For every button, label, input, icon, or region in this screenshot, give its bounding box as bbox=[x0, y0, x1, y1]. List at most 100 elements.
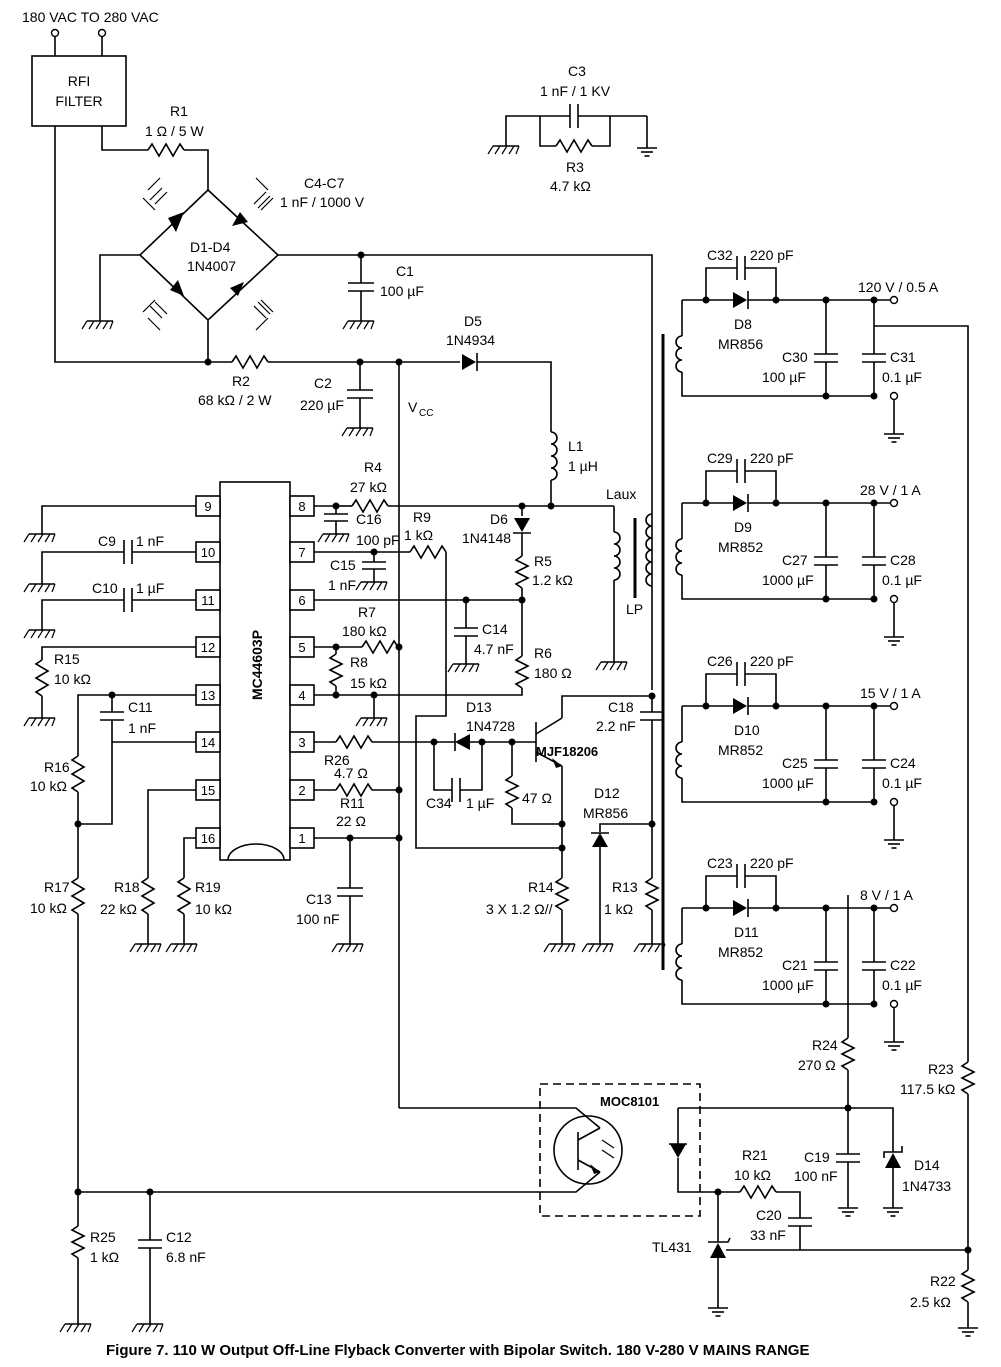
output-terminal bbox=[889, 295, 899, 305]
hf-cap-ref: C22 bbox=[890, 957, 916, 973]
aux-winding-section: D6 1N4148 R5 1.2 kΩ R6 180 Ω Laux LP bbox=[446, 334, 665, 970]
rectifier-value: MR852 bbox=[718, 742, 763, 758]
d13-ref: D13 bbox=[466, 699, 492, 715]
ic-pin-number: 10 bbox=[201, 545, 215, 560]
ic-pin-number: 11 bbox=[201, 593, 215, 608]
c20-value: 33 nF bbox=[750, 1227, 786, 1243]
r26-value: 4.7 Ω bbox=[334, 765, 368, 781]
ic-wiring: C9 1 nF C10 1 µF R15 10 kΩ C11 1 nF R16 … bbox=[23, 459, 614, 1226]
r2-ref: R2 bbox=[232, 373, 250, 389]
rectifier-value: MR852 bbox=[718, 539, 763, 555]
c4c7-value: 1 nF / 1000 V bbox=[280, 194, 365, 210]
hf-cap-value: 0.1 µF bbox=[882, 977, 922, 993]
output-terminal bbox=[889, 498, 899, 508]
output-return-terminal bbox=[889, 594, 899, 604]
rectifier-value: MR856 bbox=[718, 336, 763, 352]
r13-ref: R13 bbox=[612, 879, 638, 895]
rectifier-ref: D10 bbox=[734, 722, 760, 738]
r23-ref: R23 bbox=[928, 1061, 954, 1077]
hf-cap-value: 0.1 µF bbox=[882, 572, 922, 588]
ic-pin-number: 1 bbox=[298, 831, 305, 846]
r2-value: 68 kΩ / 2 W bbox=[198, 392, 272, 408]
d5-ref: D5 bbox=[464, 313, 482, 329]
r19-value: 10 kΩ bbox=[195, 901, 232, 917]
hf-cap-ref: C31 bbox=[890, 349, 916, 365]
r18-ref: R18 bbox=[114, 879, 140, 895]
d1d4-value: 1N4007 bbox=[187, 258, 236, 274]
tl431-label: TL431 bbox=[652, 1239, 692, 1255]
r24-value: 270 Ω bbox=[798, 1057, 836, 1073]
r22-ref: R22 bbox=[930, 1273, 956, 1289]
c18-value: 2.2 nF bbox=[596, 718, 636, 734]
r6-ref: R6 bbox=[534, 645, 552, 661]
c13-ref: C13 bbox=[306, 891, 332, 907]
r16-ref: R16 bbox=[44, 759, 70, 775]
c3-ref: C3 bbox=[568, 63, 586, 79]
d5-value: 1N4934 bbox=[446, 332, 495, 348]
opto-box bbox=[539, 1083, 701, 1217]
r15-ref: R15 bbox=[54, 651, 80, 667]
d14-ref: D14 bbox=[914, 1157, 940, 1173]
rfi-label: RFI bbox=[68, 73, 91, 89]
bulk-cap-value: 1000 µF bbox=[762, 775, 814, 791]
c4c7-ref: C4-C7 bbox=[304, 175, 345, 191]
d12-ref: D12 bbox=[594, 785, 620, 801]
c11-value: 1 nF bbox=[128, 720, 156, 736]
r9-value: 1 kΩ bbox=[404, 527, 433, 543]
ic-pin-number: 6 bbox=[298, 593, 305, 608]
ic-name: MC44603P bbox=[249, 630, 265, 700]
bulk-cap-value: 1000 µF bbox=[762, 977, 814, 993]
ic-pin-number: 4 bbox=[298, 688, 305, 703]
rectifier-value: MR852 bbox=[718, 944, 763, 960]
r4-ref: R4 bbox=[364, 459, 382, 475]
bulk-cap-ref: C25 bbox=[782, 755, 808, 771]
d6-value: 1N4148 bbox=[462, 530, 511, 546]
r7-value: 180 kΩ bbox=[342, 623, 387, 639]
l1-inductor bbox=[550, 431, 558, 481]
bulk-cap-value: 100 µF bbox=[762, 369, 806, 385]
c12-ref: C12 bbox=[166, 1229, 192, 1245]
output-voltage-label: 15 V / 1 A bbox=[860, 685, 921, 701]
r1-value: 1 Ω / 5 W bbox=[145, 123, 204, 139]
filter-label: FILTER bbox=[55, 93, 102, 109]
q1-label: MJF18206 bbox=[536, 744, 598, 759]
hf-cap-ref: C24 bbox=[890, 755, 916, 771]
c14-ref: C14 bbox=[482, 621, 508, 637]
output-voltage-label: 8 V / 1 A bbox=[860, 887, 914, 903]
output-terminal bbox=[889, 903, 899, 913]
rfi-filter-box bbox=[31, 55, 127, 127]
r26-ref: R26 bbox=[324, 752, 350, 768]
ic-pin-number: 13 bbox=[201, 688, 215, 703]
ic-pin-number: 16 bbox=[201, 831, 215, 846]
r1-resistor bbox=[147, 142, 185, 158]
bulk-cap-ref: C27 bbox=[782, 552, 808, 568]
r13-value: 1 kΩ bbox=[604, 901, 633, 917]
r4-value: 27 kΩ bbox=[350, 479, 387, 495]
r17-ref: R17 bbox=[44, 879, 70, 895]
r15-value: 10 kΩ bbox=[54, 671, 91, 687]
ic-pin-number: 12 bbox=[201, 640, 215, 655]
snubber-cap-ref: C32 bbox=[707, 247, 733, 263]
hf-cap-ref: C28 bbox=[890, 552, 916, 568]
d6-ref: D6 bbox=[490, 511, 508, 527]
r3-ref: R3 bbox=[566, 159, 584, 175]
ac-terminal-1 bbox=[50, 28, 60, 38]
r9-ref: R9 bbox=[413, 509, 431, 525]
c14-value: 4.7 nF bbox=[474, 641, 514, 657]
c19-ref: C19 bbox=[804, 1149, 830, 1165]
c12-value: 6.8 nF bbox=[166, 1249, 206, 1265]
r5-value: 1.2 kΩ bbox=[532, 572, 573, 588]
r1-ref: R1 bbox=[170, 103, 188, 119]
output-return-terminal bbox=[889, 999, 899, 1009]
c1-ref: C1 bbox=[396, 263, 414, 279]
c15-ref: C15 bbox=[330, 557, 356, 573]
c9-value: 1 nF bbox=[136, 533, 164, 549]
l1-ref: L1 bbox=[568, 438, 584, 454]
r18-value: 22 kΩ bbox=[100, 901, 137, 917]
input-section: 180 VAC TO 280 VAC RFI FILTER R1 1 Ω / 5… bbox=[22, 9, 653, 1108]
snubber-cap-ref: C23 bbox=[707, 855, 733, 871]
